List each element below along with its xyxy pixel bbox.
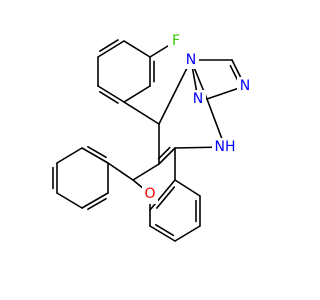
atom-oxygen: O [142, 186, 158, 204]
bond-double-a2-a3 [99, 39, 119, 52]
bond-double-b6-b1 [156, 186, 176, 209]
bond-c13-p1 [107, 162, 134, 181]
atom-nitrogen-3: N [190, 90, 206, 108]
bond-a1-a2 [123, 40, 151, 58]
bond-a2-a3 [97, 40, 125, 58]
atom-label-n2: N [240, 78, 250, 94]
bond-b6-b1 [149, 179, 176, 211]
atom-fluorine: F [168, 32, 184, 50]
bond-c10-N1 [158, 59, 192, 125]
bond-b1-b2 [174, 179, 201, 197]
bond-double-a4-a5 [99, 91, 119, 104]
atom-label-n1: N [186, 52, 196, 68]
atom-label-n3: N [193, 91, 203, 107]
atom-nitrogen-nh: NH [212, 138, 238, 156]
bond-p1-p2 [81, 147, 109, 164]
atom-label-nh: NH [215, 139, 236, 155]
bond-a5-c10 [123, 101, 160, 125]
bond-double-p5-p6 [87, 197, 107, 211]
bond-c9-c12 [158, 147, 176, 165]
atom-nitrogen-2: N [237, 77, 253, 95]
bond-a4-a5 [97, 85, 125, 103]
bond-p2-p3 [56, 147, 83, 164]
atom-label-layer: F N N N NH O [142, 32, 253, 204]
bond-c12-c13 [132, 163, 160, 181]
bond-b3-b4 [174, 225, 201, 242]
molecule-structure-diagram: F N N N NH O [52, 32, 253, 242]
atom-label-o: O [144, 186, 155, 202]
bond-double-p1-p2 [87, 145, 107, 159]
bond-p5-p6 [81, 192, 109, 209]
bond-double-b4-b5 [155, 224, 175, 237]
bond-double-c9-c12 [157, 146, 171, 160]
atom-label-f: F [172, 33, 180, 49]
atom-nitrogen-1: N [183, 51, 199, 69]
bond-a5-a6 [123, 85, 151, 103]
bond-b4-b5 [149, 225, 176, 242]
bond-p4-p5 [56, 192, 83, 209]
